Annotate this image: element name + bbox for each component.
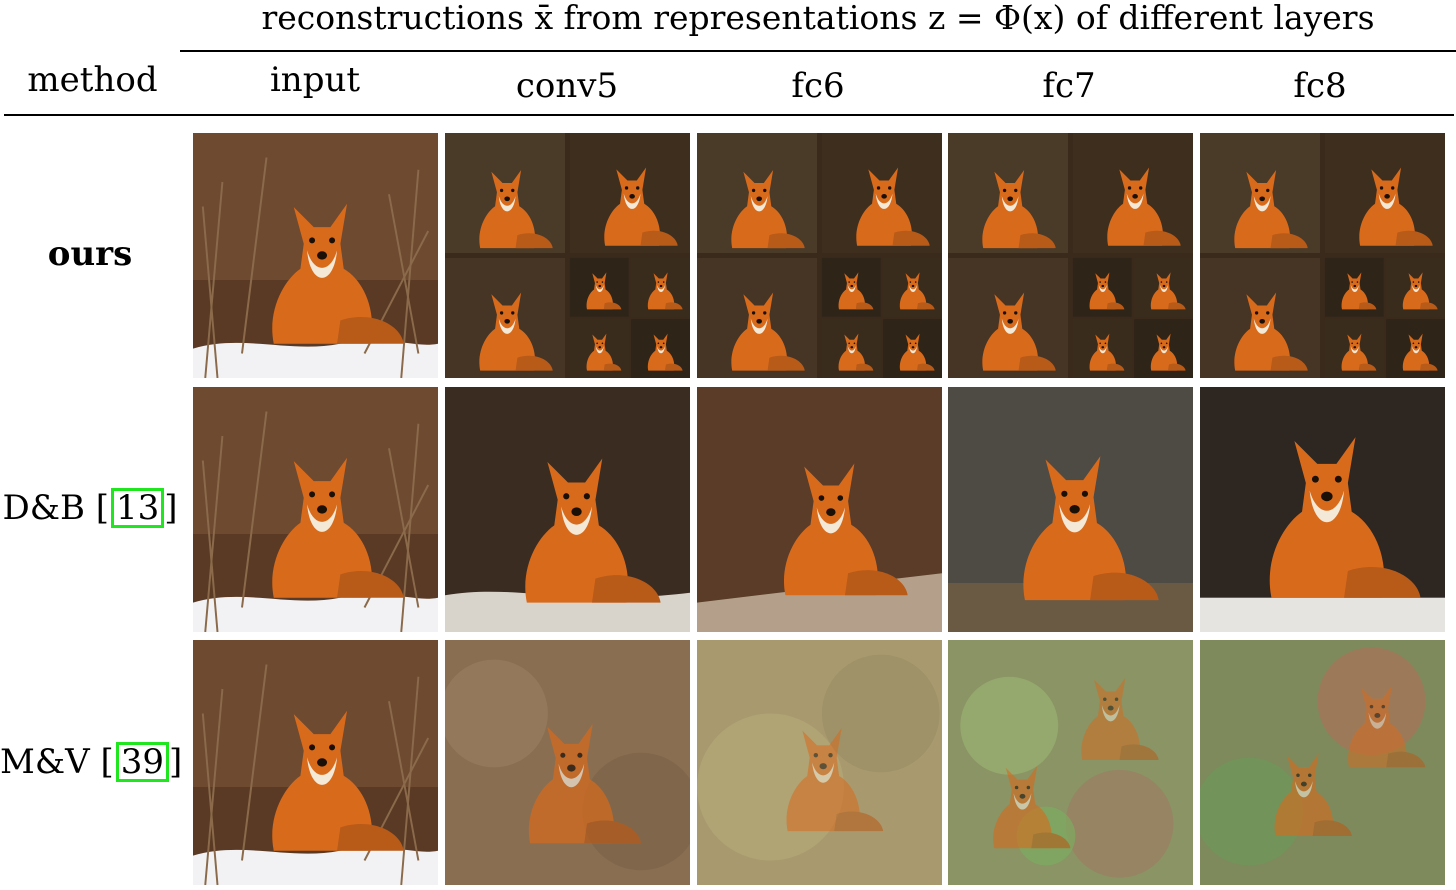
column-header-fc8: fc8 — [1293, 66, 1347, 106]
image-db-input — [193, 387, 438, 632]
column-header-input: input — [269, 60, 361, 100]
row-label-mv-text: M&V — [0, 742, 90, 782]
column-header-conv5: conv5 — [515, 66, 619, 106]
image-ours-conv5 — [445, 133, 690, 378]
image-mv-fc6 — [697, 640, 942, 885]
header-subrule — [180, 50, 1456, 52]
row-label-db: D&B [13] — [2, 488, 178, 528]
row-label-db-text: D&B — [2, 488, 85, 528]
method-header: method — [27, 60, 158, 100]
column-header-fc7: fc7 — [1042, 66, 1096, 106]
header-rule — [4, 114, 1454, 116]
image-db-conv5 — [445, 387, 690, 632]
citation-link-39[interactable]: 39 — [115, 742, 169, 782]
image-mv-input — [193, 640, 438, 885]
image-mv-fc8 — [1200, 640, 1445, 885]
image-ours-fc8 — [1200, 133, 1445, 378]
image-db-fc8 — [1200, 387, 1445, 632]
image-ours-fc6 — [697, 133, 942, 378]
image-mv-conv5 — [445, 640, 690, 885]
image-db-fc6 — [697, 387, 942, 632]
figure-title: reconstructions x̄ from representations … — [261, 0, 1375, 37]
image-mv-fc7 — [948, 640, 1193, 885]
image-db-fc7 — [948, 387, 1193, 632]
column-header-fc6: fc6 — [791, 66, 845, 106]
row-label-ours: ours — [47, 234, 133, 274]
image-ours-fc7 — [948, 133, 1193, 378]
row-label-mv: M&V [39] — [0, 742, 183, 782]
image-ours-input — [193, 133, 438, 378]
citation-link-13[interactable]: 13 — [111, 488, 165, 528]
